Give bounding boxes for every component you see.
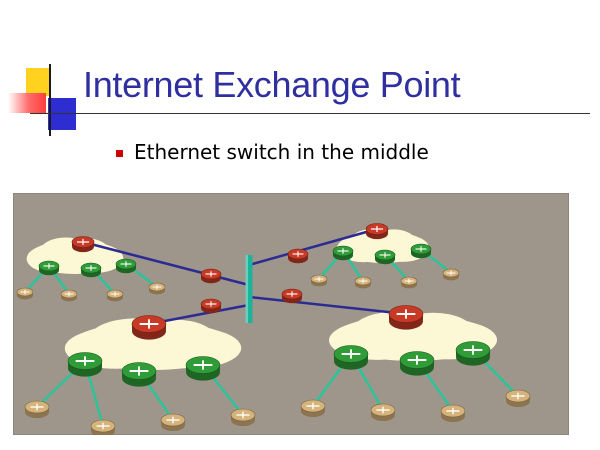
isp-cloud-icon xyxy=(336,228,430,263)
edge-router-icon xyxy=(16,287,34,300)
peering-link xyxy=(248,295,407,316)
core-router-icon xyxy=(67,352,103,377)
core-router-icon xyxy=(410,243,432,259)
edge-router-icon xyxy=(60,289,78,302)
core-router-icon xyxy=(80,262,102,278)
title-decoration-red-bar xyxy=(8,93,46,113)
border-router-icon xyxy=(131,315,167,340)
core-router-icon xyxy=(455,341,491,366)
ethernet-switch-icon xyxy=(245,255,253,323)
edge-router-icon xyxy=(400,276,418,289)
core-router-icon xyxy=(185,356,221,381)
edge-router-icon xyxy=(300,399,326,418)
border-router-icon xyxy=(200,268,222,284)
core-router-icon xyxy=(115,258,137,274)
edge-router-icon xyxy=(442,268,460,281)
border-router-icon xyxy=(200,298,222,314)
peering-link xyxy=(248,227,378,267)
title-underline-rule xyxy=(30,113,590,114)
diagram-background xyxy=(13,193,569,435)
edge-router-icon xyxy=(106,289,124,302)
core-router-icon xyxy=(333,345,369,370)
title-decoration-vertical-rule xyxy=(49,64,51,136)
edge-router-icon xyxy=(90,419,116,435)
edge-router-icon xyxy=(440,404,466,423)
edge-router-icon xyxy=(370,403,396,422)
slide-title: Internet Exchange Point xyxy=(83,64,461,105)
bullet-text: Ethernet switch in the middle xyxy=(134,140,429,164)
edge-router-icon xyxy=(24,400,50,419)
peering-link xyxy=(148,303,250,326)
title-decoration-blue-square xyxy=(48,98,76,130)
border-router-icon xyxy=(388,305,424,330)
isp-cloud-icon xyxy=(329,311,497,361)
edge-router-icon xyxy=(354,276,372,289)
edge-router-icon xyxy=(148,282,166,295)
bullet-item: Ethernet switch in the middle xyxy=(116,140,429,164)
core-router-icon xyxy=(399,351,435,376)
bullet-square-icon xyxy=(116,149,123,157)
border-router-icon xyxy=(71,236,95,253)
core-router-icon xyxy=(121,362,157,387)
core-router-icon xyxy=(38,260,60,276)
border-router-icon xyxy=(287,248,309,264)
core-router-icon xyxy=(374,249,396,265)
title-decoration-yellow-square xyxy=(26,68,50,96)
border-router-icon xyxy=(365,223,389,240)
edge-router-icon xyxy=(160,413,186,432)
edge-router-icon xyxy=(310,274,328,287)
core-router-icon xyxy=(332,245,354,261)
ixp-network-diagram xyxy=(13,193,569,435)
edge-router-icon xyxy=(505,389,531,408)
border-router-icon xyxy=(281,288,303,304)
edge-router-icon xyxy=(230,408,256,427)
peering-link xyxy=(82,240,250,287)
